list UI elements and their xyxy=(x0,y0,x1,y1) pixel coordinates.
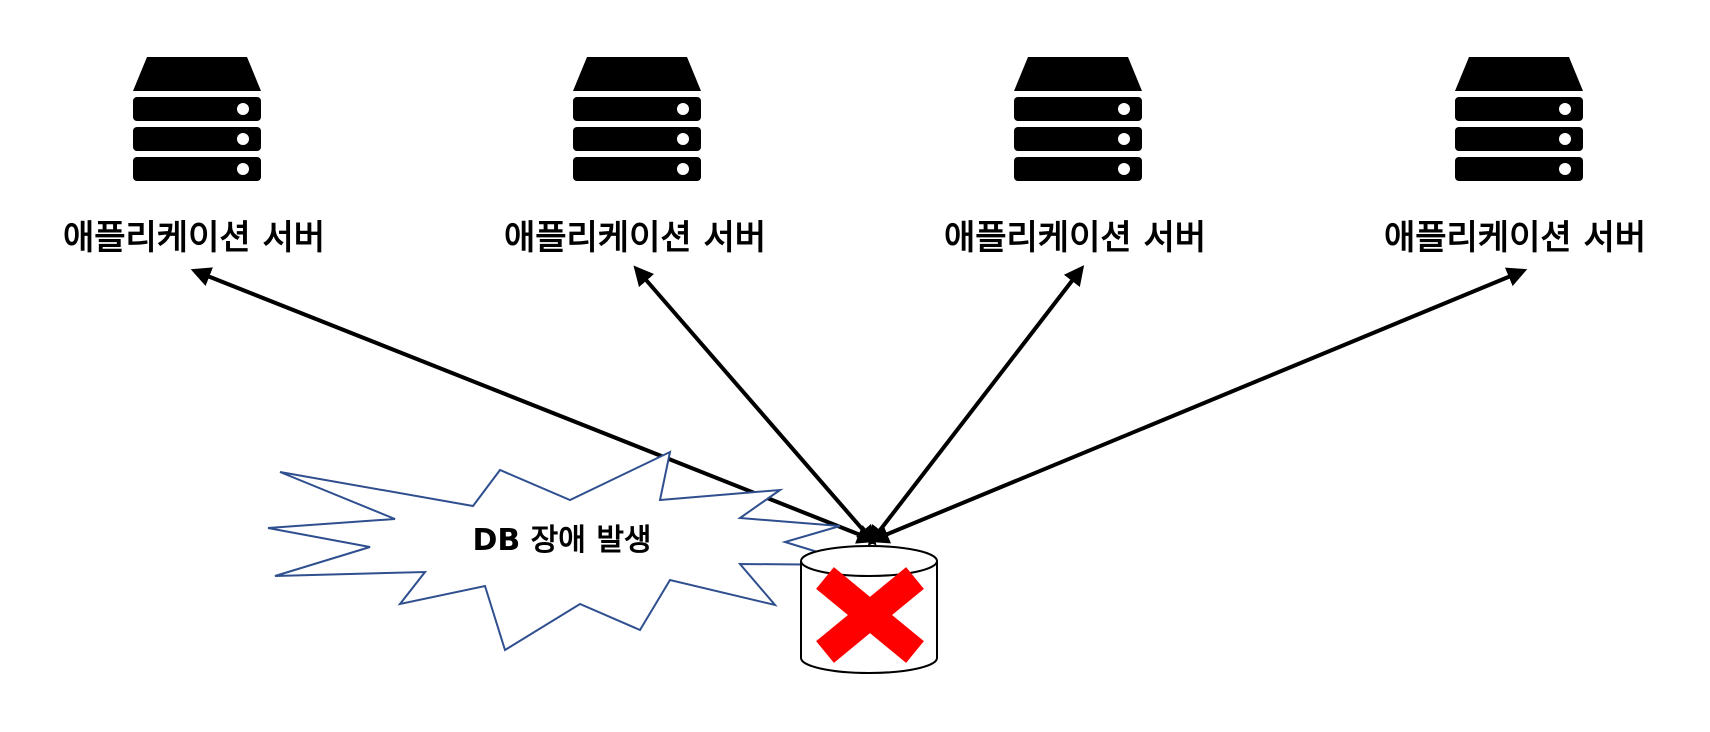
server-label: 애플리케이션 서버 xyxy=(1384,218,1646,258)
server-3: 애플리케이션 서버 xyxy=(944,57,1206,258)
failure-text: DB 장애 발생 xyxy=(472,523,651,558)
burst-shape xyxy=(267,450,861,652)
server-2: 애플리케이션 서버 xyxy=(504,57,766,258)
server-icon xyxy=(133,57,261,181)
server-4: 애플리케이션 서버 xyxy=(1384,57,1646,258)
red-x-icon xyxy=(816,567,924,663)
arrow-to-server-2 xyxy=(633,265,877,546)
server-1: 애플리케이션 서버 xyxy=(63,57,325,258)
database xyxy=(800,545,938,674)
server-icon xyxy=(1455,57,1583,181)
server-label: 애플리케이션 서버 xyxy=(944,218,1206,258)
arrow-to-server-4 xyxy=(868,267,1528,544)
server-icon xyxy=(1014,57,1142,181)
server-icon xyxy=(573,57,701,181)
server-label: 애플리케이션 서버 xyxy=(504,218,766,258)
failure-callout: DB 장애 발생 xyxy=(267,450,861,652)
server-label: 애플리케이션 서버 xyxy=(63,218,325,258)
